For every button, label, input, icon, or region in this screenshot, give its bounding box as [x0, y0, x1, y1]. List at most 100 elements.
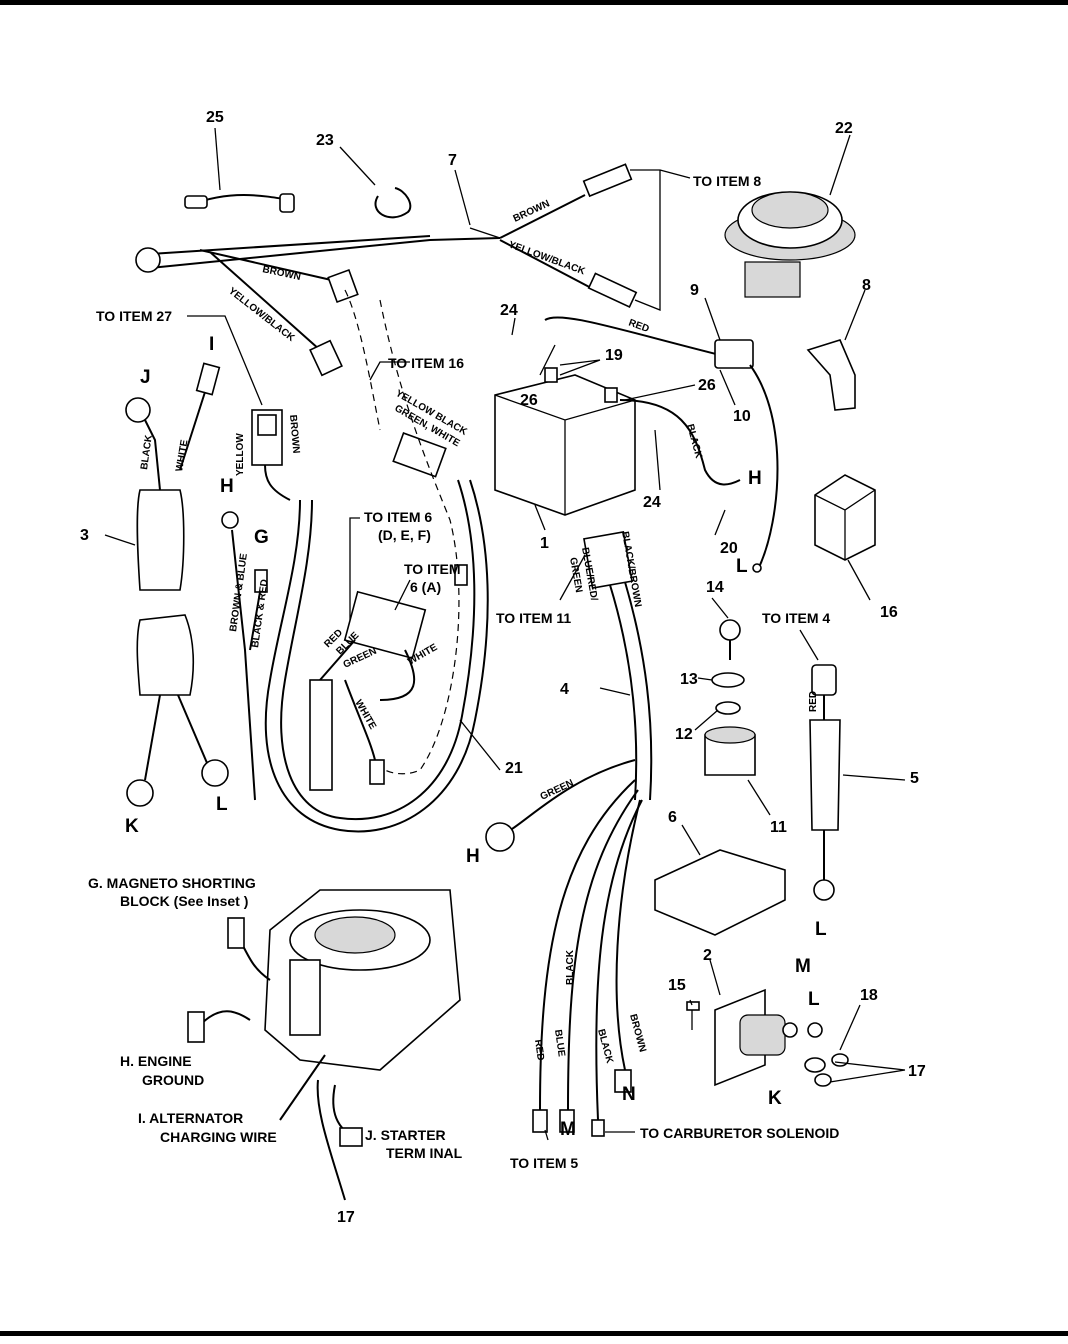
wire-brown-top: BROWN — [512, 198, 552, 224]
item-4: 4 — [560, 681, 569, 698]
wire-red-fuse5: RED — [808, 691, 819, 712]
letter-L-inline: L — [815, 919, 827, 940]
battery-1 — [494, 367, 636, 516]
wire-black-battery: BLACK — [684, 423, 704, 460]
connection-letters: J I H G K L H L H L M L K N M — [125, 334, 827, 1140]
letter-K: K — [125, 816, 139, 837]
cable-25 — [184, 193, 295, 213]
letter-L-solenoid: L — [808, 989, 820, 1010]
legend-h-line2: GROUND — [142, 1072, 204, 1088]
item-21: 21 — [505, 760, 523, 777]
item-2: 2 — [703, 947, 712, 964]
callout-to-item-6-a-2: 6 (A) — [410, 579, 441, 595]
item-11: 11 — [770, 819, 787, 836]
legend-g-line1: G. MAGNETO SHORTING — [88, 875, 256, 891]
wire-white-j: WHITE — [174, 439, 190, 473]
letter-H-left: H — [220, 476, 234, 497]
item-26-right: 26 — [698, 377, 716, 394]
item-17-right: 17 — [908, 1063, 926, 1080]
wire-green-ground: GREEN — [539, 778, 576, 803]
callout-to-item-8: TO ITEM 8 — [693, 173, 761, 189]
starter-wire-J — [125, 362, 221, 491]
legend-h-line1: H. ENGINE — [120, 1053, 192, 1069]
callout-to-item-6-a: TO ITEM — [404, 561, 461, 577]
callout-to-item-27: TO ITEM 27 — [96, 308, 172, 324]
letter-L-left: L — [216, 794, 228, 815]
connector-6 — [654, 849, 786, 936]
wire-blue-harness: BLUE — [552, 1029, 567, 1058]
fuse-holder-9 — [544, 316, 779, 573]
inline-fuse-5 — [809, 664, 841, 901]
legend-j-line2: TERM INAL — [386, 1145, 463, 1161]
clip-23 — [374, 187, 412, 219]
item-12: 12 — [675, 726, 693, 743]
wire-white-6: WHITE — [352, 698, 378, 732]
item-24-bottom: 24 — [643, 494, 661, 511]
wire-brown-i: BROWN — [287, 414, 301, 454]
item-18: 18 — [860, 987, 878, 1004]
letter-M-solenoid: M — [795, 956, 811, 977]
harness-4 — [485, 530, 653, 1137]
shorting-leads-HG — [221, 511, 268, 801]
callout-to-carburetor: TO CARBURETOR SOLENOID — [640, 1125, 839, 1141]
wire-brown-n: BROWN — [627, 1013, 648, 1053]
item-1: 1 — [540, 535, 549, 552]
callout-to-item-6-def: TO ITEM 6 — [364, 509, 432, 525]
callout-to-item-11: TO ITEM 11 — [496, 610, 571, 626]
callout-to-item-4: TO ITEM 4 — [762, 610, 830, 626]
letter-L-fuse: L — [736, 556, 748, 577]
harness-loop-21 — [264, 289, 489, 833]
item-13: 13 — [680, 671, 698, 688]
legend: G. MAGNETO SHORTING BLOCK (See Inset ) H… — [88, 875, 463, 1161]
boot-3 — [126, 489, 229, 807]
item-25: 25 — [206, 109, 224, 126]
relay-16 — [814, 474, 876, 561]
item-5: 5 — [910, 770, 919, 787]
item-20: 20 — [720, 540, 738, 557]
legend-i-line1: I. ALTERNATOR — [138, 1110, 243, 1126]
wire-black-n: BLACK — [595, 1028, 615, 1065]
item-16: 16 — [880, 604, 898, 621]
alternator-connector-I — [251, 409, 291, 501]
item-9: 9 — [690, 282, 699, 299]
letter-K-solenoid: K — [768, 1088, 782, 1109]
item-23: 23 — [316, 132, 334, 149]
wire-yellow-black-mid: YELLOW/BLACK — [226, 286, 297, 345]
wire-red-harness: RED — [532, 1039, 546, 1061]
item-8: 8 — [862, 277, 871, 294]
item-19: 19 — [605, 347, 623, 364]
callout-to-item-6-def-2: (D, E, F) — [378, 527, 431, 543]
legend-i-line2: CHARGING WIRE — [160, 1129, 277, 1145]
callout-to-item-16: TO ITEM 16 — [388, 355, 464, 371]
item-6: 6 — [668, 809, 677, 826]
item-22: 22 — [835, 120, 853, 137]
wire-black-carb: BLACK — [565, 949, 576, 985]
item-17-bottom: 17 — [337, 1209, 355, 1226]
top-rule — [0, 0, 1068, 5]
letter-H-harness: H — [466, 846, 480, 867]
legend-g-line2: BLOCK (See Inset ) — [120, 893, 248, 909]
wire-brown-blue: BROWN & BLUE — [228, 552, 250, 632]
engine-assembly — [187, 889, 461, 1201]
letter-J: J — [140, 367, 151, 388]
item-10: 10 — [733, 408, 751, 425]
main-harness-7 — [135, 163, 638, 377]
item-3: 3 — [80, 527, 89, 544]
item-26-left: 26 — [520, 392, 538, 409]
leader-lines — [104, 127, 906, 1141]
item-7: 7 — [448, 152, 457, 169]
letter-N: N — [622, 1084, 636, 1105]
harness-connector-6 — [309, 564, 468, 791]
item-15: 15 — [668, 977, 686, 994]
letter-G: G — [254, 527, 269, 548]
letter-I: I — [209, 334, 214, 355]
wire-yellow-i: YELLOW — [235, 433, 246, 476]
magneto-22 — [724, 191, 856, 298]
wire-brown-mid: BROWN — [261, 264, 301, 283]
callouts: TO ITEM 8 TO ITEM 27 TO ITEM 16 TO ITEM … — [96, 173, 839, 1171]
item-24-top: 24 — [500, 302, 518, 319]
item-14: 14 — [706, 579, 724, 596]
ignition-switch-11 — [704, 619, 756, 776]
bottom-rule — [0, 1331, 1068, 1336]
black-cable-20 — [619, 399, 741, 486]
